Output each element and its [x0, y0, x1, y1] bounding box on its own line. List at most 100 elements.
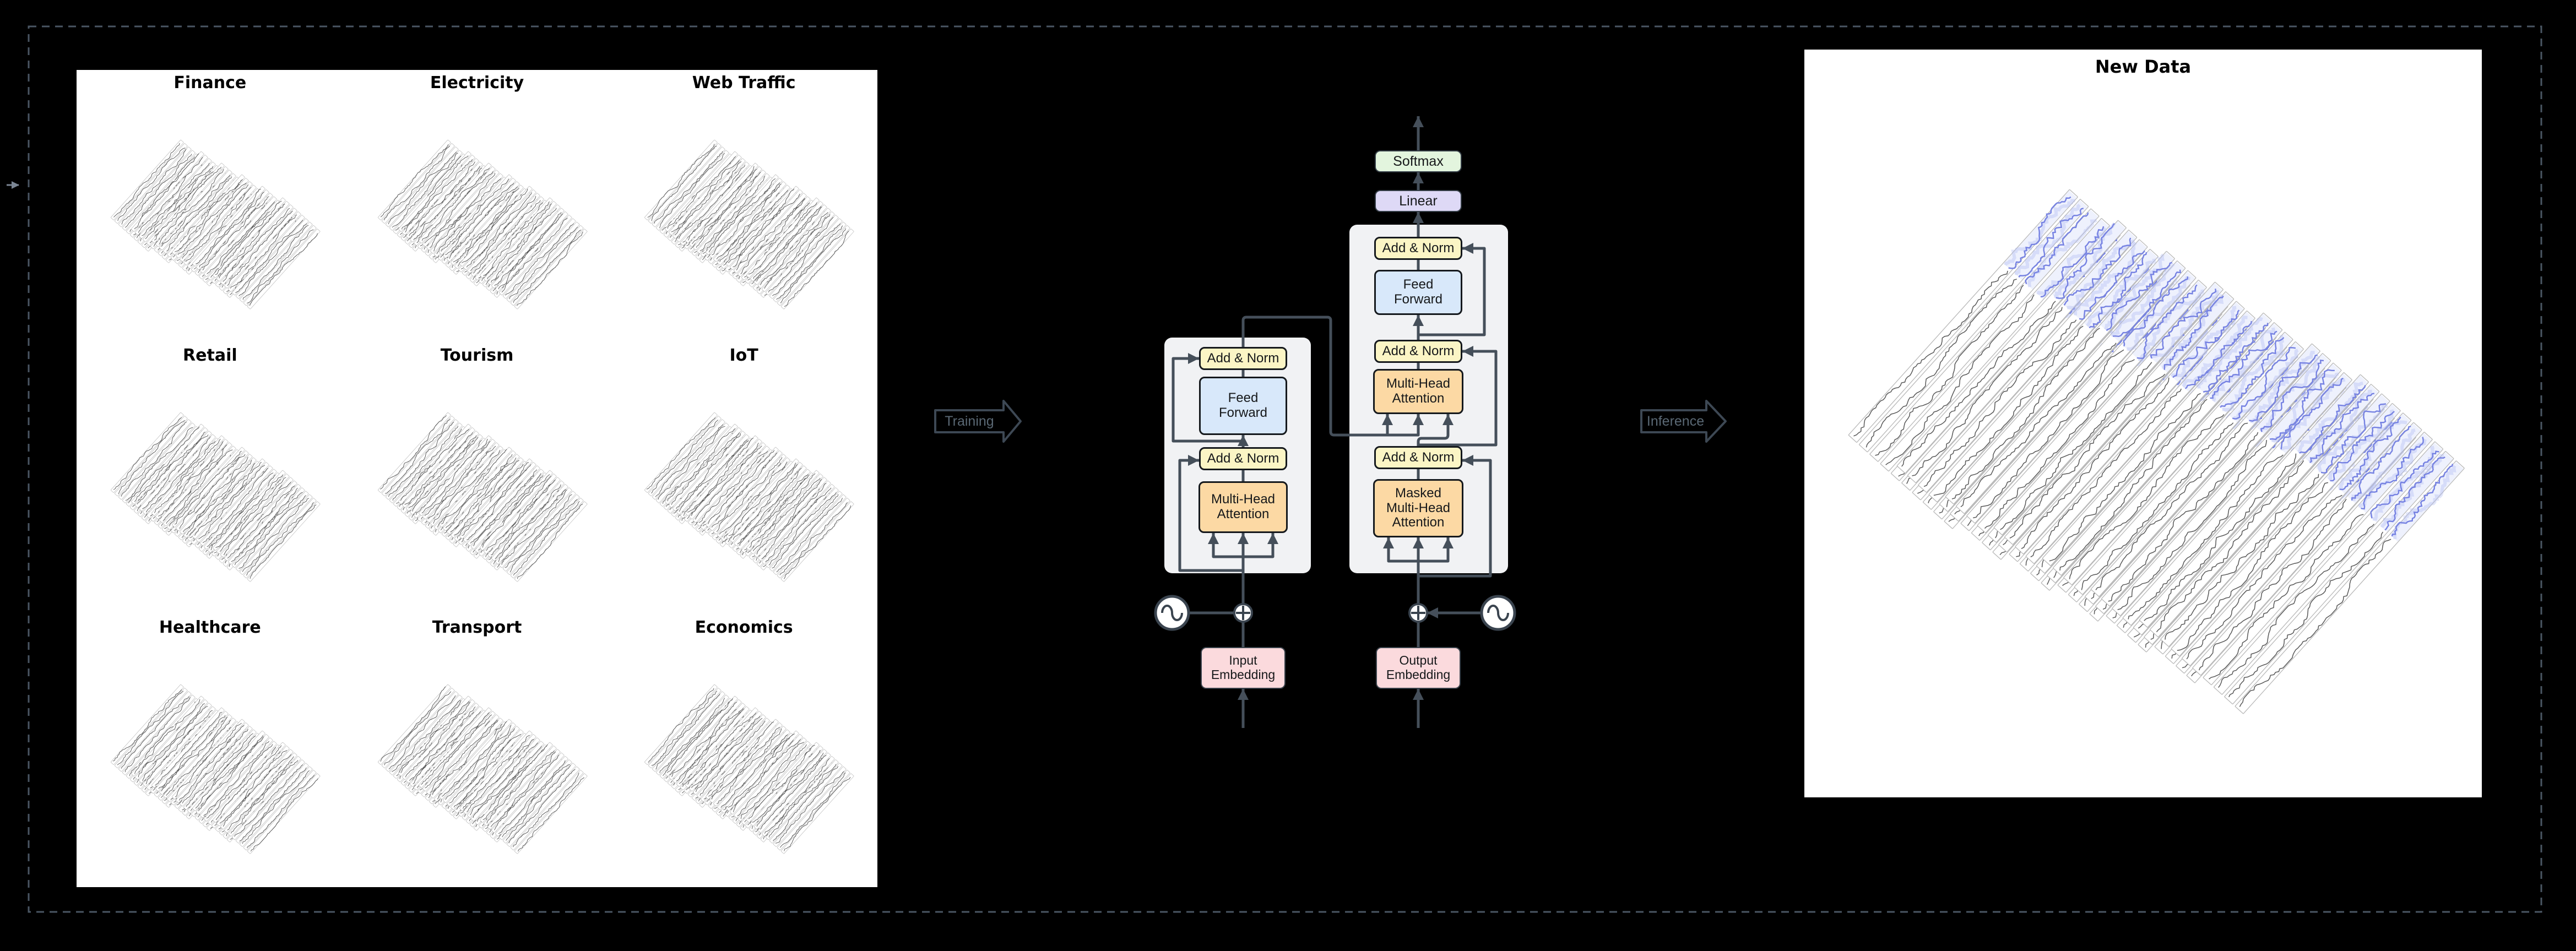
series-line	[699, 720, 766, 796]
history-series-line	[2000, 362, 2152, 530]
series-line	[453, 460, 519, 536]
history-series-line	[2095, 422, 2248, 590]
forecast-glow-line	[2232, 349, 2299, 421]
series-line	[424, 441, 490, 516]
series-line	[736, 198, 805, 270]
domain-title: IoT	[729, 345, 758, 365]
series-strip	[669, 699, 742, 780]
series-line	[658, 426, 726, 499]
domain-cell-iot: IoT	[610, 343, 877, 615]
series-line	[729, 462, 796, 536]
series-strip	[495, 756, 568, 837]
series-strip	[750, 746, 823, 827]
series-line	[138, 156, 203, 233]
series-line	[720, 735, 789, 808]
history-series-line	[1984, 359, 2135, 529]
series-line	[219, 203, 285, 279]
series-line	[764, 214, 831, 289]
series-strip	[163, 445, 236, 526]
series-line	[498, 488, 566, 562]
series-line	[651, 145, 717, 221]
history-series-line	[2186, 494, 2342, 660]
series-line	[667, 698, 734, 774]
series-sheet	[479, 470, 588, 582]
series-strip	[377, 139, 451, 220]
series-strip	[514, 229, 588, 309]
series-strip	[717, 730, 790, 811]
forecast-series-line	[2163, 295, 2224, 370]
series-strip	[418, 708, 492, 789]
forecast-band	[2347, 423, 2421, 503]
series-strip	[231, 759, 305, 840]
history-series-line	[1960, 343, 2117, 508]
series-line	[178, 725, 245, 801]
series-line	[509, 499, 578, 573]
series-line	[432, 720, 498, 795]
series-line	[756, 479, 822, 555]
domain-cell-economics: Economics	[610, 615, 877, 887]
series-line	[242, 498, 310, 572]
series-strip	[159, 714, 232, 795]
forecast-band	[2277, 373, 2351, 454]
series-line	[655, 424, 724, 497]
series-line	[134, 699, 200, 774]
series-line	[220, 477, 286, 552]
series-line	[154, 167, 222, 241]
series-line	[695, 445, 762, 520]
series-line	[429, 173, 495, 248]
series-line	[121, 421, 187, 497]
encoder-add-norm-bottom: Add & Norm	[1199, 447, 1287, 470]
series-strip	[491, 753, 565, 834]
series-line	[780, 228, 847, 303]
series-line	[708, 721, 774, 797]
series-strip	[665, 696, 738, 777]
series-line	[231, 487, 298, 562]
series-line	[424, 171, 493, 243]
series-strip	[139, 703, 212, 784]
history-series-line	[1875, 285, 2024, 456]
forecast-band	[2197, 314, 2271, 394]
series-line	[247, 775, 315, 849]
series-strip	[131, 696, 204, 777]
series-line	[175, 179, 243, 252]
domain-cell-tourism: Tourism	[344, 343, 611, 615]
series-line	[752, 750, 821, 823]
series-sheet	[213, 742, 321, 854]
series-line	[461, 188, 528, 263]
series-line	[124, 697, 191, 773]
series-line	[223, 754, 292, 827]
history-series-line	[2177, 482, 2329, 651]
series-strip	[762, 756, 835, 837]
series-sheet	[479, 197, 588, 309]
series-sheet	[213, 197, 321, 309]
series-line	[158, 441, 224, 517]
series-strip	[758, 208, 831, 289]
encoder-attention: Multi-Head Attention	[1198, 481, 1288, 533]
history-series-line	[2239, 539, 2391, 707]
forecast-glow-line	[2196, 317, 2263, 389]
series-strip	[514, 501, 588, 582]
series-line	[161, 717, 227, 792]
series-line	[445, 454, 513, 528]
series-line	[737, 468, 802, 544]
series-line	[182, 729, 248, 804]
domain-series-stack	[644, 139, 854, 309]
series-line	[142, 434, 209, 509]
series-strip	[377, 684, 451, 765]
series-line	[691, 716, 761, 789]
series-strip	[389, 422, 463, 503]
series-strip	[196, 734, 269, 815]
series-sheet	[746, 470, 854, 582]
series-line	[207, 472, 274, 547]
series-line	[242, 770, 310, 844]
series-strip	[737, 469, 811, 550]
series-line	[508, 769, 576, 844]
series-strip	[143, 161, 216, 242]
forecast-glow-line	[2182, 316, 2248, 388]
inference-arrow	[1640, 400, 1727, 443]
domain-title: Transport	[432, 618, 522, 638]
series-line	[712, 182, 780, 256]
series-strip	[673, 158, 746, 239]
series-line	[651, 419, 719, 493]
series-line	[159, 169, 224, 245]
